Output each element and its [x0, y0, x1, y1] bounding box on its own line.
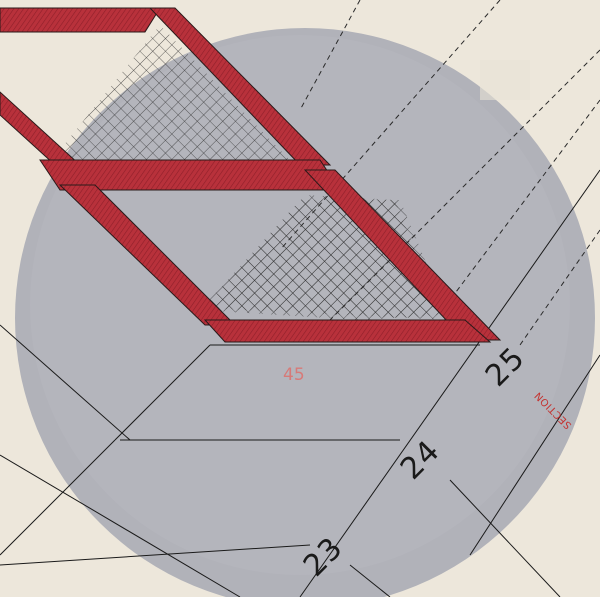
speed-label: 45 [283, 365, 305, 385]
corner-mark [480, 60, 530, 100]
diagonal-lines [0, 169, 600, 597]
red-stripes [0, 7, 502, 343]
upper-grid-panel [48, 25, 290, 165]
